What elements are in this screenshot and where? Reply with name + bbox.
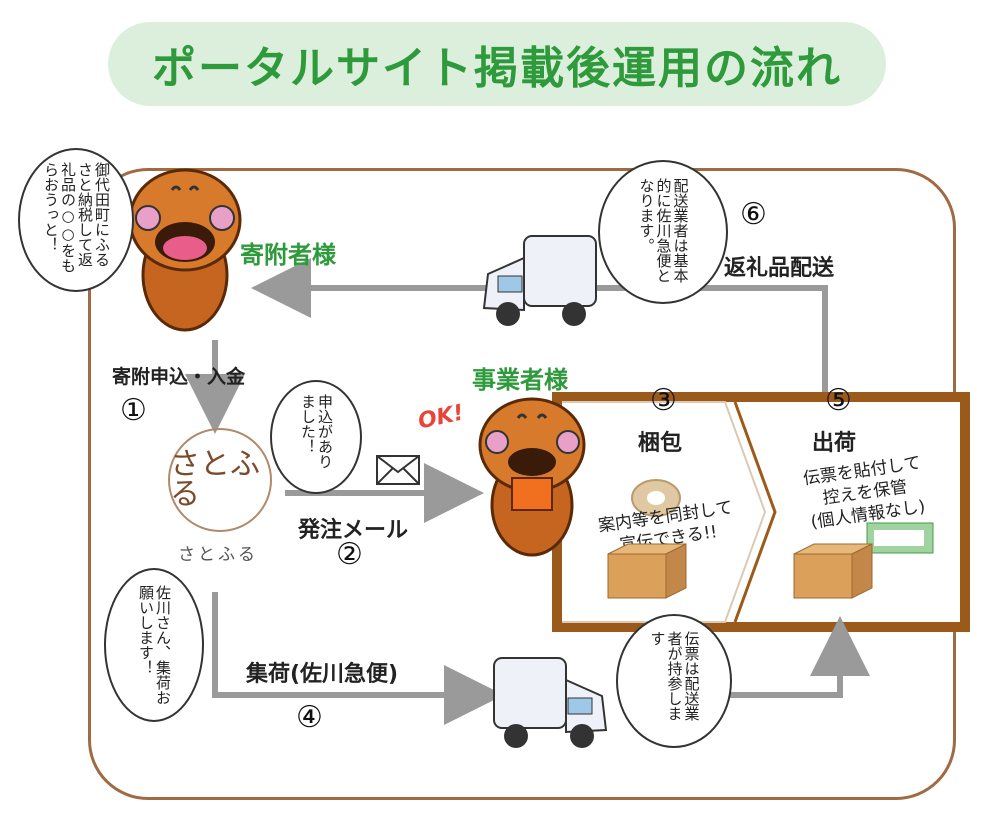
- slip-speech-bubble: 伝票は配送業者が持参します: [616, 614, 732, 748]
- step4-label: 集荷(佐川急便): [246, 662, 399, 687]
- donor-speech-bubble: 御代田町にふるさと納税して返礼品の○○をもらおうっと！: [18, 148, 134, 292]
- business-mascot: [470, 390, 600, 560]
- mail-icon: [376, 455, 420, 489]
- pickup-speech-bubble: 佐川さん、集荷お願いします！: [104, 568, 204, 722]
- delivery-speech-bubble: 配送業者は基本的に佐川急便となります。: [598, 160, 728, 304]
- step6-label: 返礼品配送: [724, 256, 835, 281]
- package-box-icon: [606, 540, 688, 604]
- delivery-speech-text: 配送業者は基本的に佐川急便となります。: [637, 178, 690, 283]
- business-label: 事業者様: [472, 366, 568, 394]
- satofuru-speech-text: 申込がありました！: [299, 394, 334, 469]
- step5-number: ⑤: [825, 383, 852, 418]
- satofuru-logo-text: さとふる: [170, 447, 260, 512]
- satofuru-name: さとふる: [178, 545, 258, 565]
- step3-number: ③: [650, 383, 677, 418]
- step1-number: ①: [120, 393, 147, 428]
- title-banner: ポータルサイト掲載後運用の流れ: [108, 22, 886, 106]
- step2-number: ②: [336, 537, 363, 572]
- step4-number: ④: [296, 700, 323, 735]
- step2-label: 発注メール: [298, 518, 409, 543]
- step5-label: 出荷: [812, 431, 857, 456]
- donor-speech-text: 御代田町にふるさと納税して返礼品の○○をもらおうっと！: [42, 162, 111, 273]
- step3-label: 梱包: [638, 431, 683, 456]
- slip-icon: [866, 522, 934, 558]
- donor-label: 寄附者様: [240, 241, 336, 269]
- satofuru-speech-bubble: 申込がありました！: [270, 380, 362, 494]
- tape-icon: [630, 478, 682, 522]
- step6-number: ⑥: [740, 197, 767, 232]
- delivery-truck-bottom: [488, 650, 616, 758]
- shipping-box-icon: [792, 540, 874, 604]
- step1-label: 寄附申込・入金: [112, 366, 246, 388]
- donor-mascot: [120, 160, 250, 335]
- pickup-speech-text: 佐川さん、集荷お願いします！: [137, 585, 172, 705]
- satofuru-logo: さとふる: [168, 428, 272, 532]
- delivery-truck-top: [474, 228, 602, 336]
- slip-speech-text: 伝票は配送業者が持参します: [648, 631, 701, 721]
- page-title: ポータルサイト掲載後運用の流れ: [152, 43, 842, 94]
